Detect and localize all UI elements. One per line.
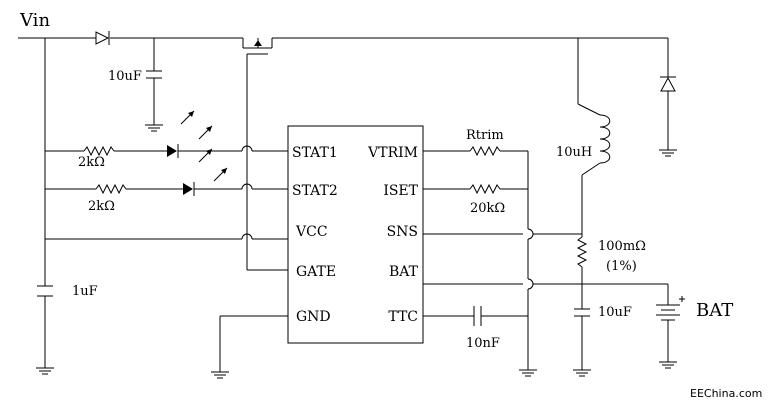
ground-bus (527, 151, 534, 370)
watermark: EEChina.com (690, 387, 762, 400)
pin-bat: BAT (389, 264, 419, 280)
res-2k-stat2-label: 2kΩ (88, 199, 115, 214)
pin-sns: SNS (387, 224, 418, 240)
res-sense-label: 100mΩ (598, 239, 646, 254)
battery-label: BAT (696, 300, 733, 321)
freewheel-diode (660, 38, 676, 150)
pmos-transistor (242, 38, 273, 270)
cap-1uf-label: 1uF (72, 284, 98, 299)
ground-icon (145, 124, 163, 132)
led-arrows (180, 110, 228, 182)
res-rtrim-label: Rtrim (466, 128, 504, 143)
res-2k-stat1-label: 2kΩ (78, 155, 105, 170)
ground-icon (573, 369, 591, 377)
res-sense-tol-label: (1%) (606, 259, 637, 274)
inductor-10uh (577, 38, 611, 237)
sense-resistor (576, 236, 588, 309)
vin-rail (18, 37, 668, 368)
vin-label: Vin (19, 10, 50, 31)
gnd-wire (219, 315, 288, 372)
battery-icon (656, 284, 685, 362)
input-capacitor-10uf (146, 38, 162, 125)
output-capacitor-10uf (574, 308, 590, 370)
pin-vtrim: VTRIM (367, 145, 418, 161)
ground-icon (659, 149, 677, 157)
pin-ttc: TTC (388, 309, 418, 325)
ground-icon (211, 371, 229, 379)
ground-icon (659, 361, 677, 369)
pin-gnd: GND (296, 309, 331, 325)
vtrim-branch (423, 145, 528, 157)
stat2-branch (45, 182, 288, 196)
ground-icon (519, 369, 537, 377)
pin-stat1: STAT1 (292, 145, 338, 161)
iset-branch (423, 183, 528, 195)
inductor-label: 10uH (556, 145, 592, 160)
res-20k-label: 20kΩ (470, 201, 505, 216)
input-diode (95, 31, 110, 45)
pin-gate: GATE (296, 264, 336, 280)
pin-vcc: VCC (295, 224, 328, 240)
vcc-wire (45, 233, 288, 240)
cap-10uf-input-label: 10uF (108, 69, 142, 84)
pin-stat2: STAT2 (292, 183, 338, 199)
ttc-branch (423, 306, 528, 326)
cap-10uf-out-label: 10uF (598, 305, 632, 320)
capacitor-1uf (37, 285, 53, 297)
cap-10nf-label: 10nF (466, 336, 500, 351)
pin-iset: ISET (383, 183, 418, 199)
ground-icon (36, 367, 54, 375)
